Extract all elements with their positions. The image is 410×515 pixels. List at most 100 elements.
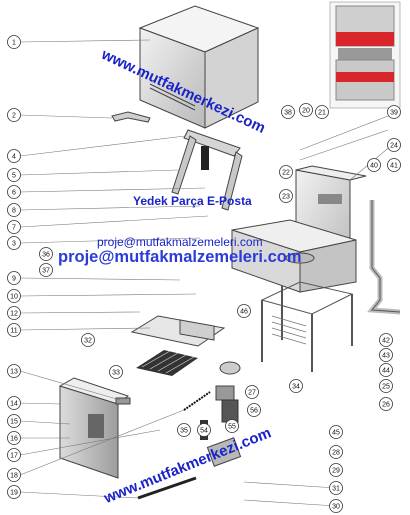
callout-number: 19 [10,490,18,497]
arm-bracket-part [111,111,151,123]
callout-number: 42 [382,338,390,345]
callout-44: 44 [379,363,393,377]
callout-39: 39 [387,105,401,119]
callout-54: 54 [197,423,211,437]
callout-46: 46 [237,304,251,318]
callout-29: 29 [329,463,343,477]
callout-circle [289,379,303,393]
callout-number: 22 [282,170,290,177]
callout-circle [281,105,295,119]
callout-number: 5 [12,173,16,180]
callout-number: 21 [318,110,326,117]
email-watermark-small: proje@mutfakmalzemeleri.com [97,235,263,249]
callout-14: 14 [7,396,21,410]
callout-34: 34 [289,379,303,393]
callout-7: 7 [7,220,21,234]
callout-2: 2 [7,108,21,122]
callout-31: 31 [329,481,343,495]
callout-circle [177,423,191,437]
callout-number: 26 [382,402,390,409]
hood-part [138,5,260,129]
callout-circle [7,236,21,250]
callout-number: 36 [42,252,50,259]
callout-circle [109,365,123,379]
callout-25: 25 [379,379,393,393]
callout-circle [7,485,21,499]
rack-part [136,350,198,376]
callout-number: 28 [332,450,340,457]
callout-number: 12 [10,311,18,318]
callout-circle [279,189,293,203]
callout-35: 35 [177,423,191,437]
callout-circle [7,364,21,378]
callout-40: 40 [367,158,381,172]
callout-11: 11 [7,323,21,337]
callout-number: 43 [382,353,390,360]
callout-circle [315,105,329,119]
callout-number: 6 [12,190,16,197]
callout-number: 4 [12,154,16,161]
callout-number: 3 [12,241,16,248]
callout-number: 16 [10,436,18,443]
callout-number: 8 [12,208,16,215]
callout-number: 25 [382,384,390,391]
callout-17: 17 [7,448,21,462]
callout-9: 9 [7,271,21,285]
callout-30: 30 [329,499,343,513]
callout-number: 20 [302,108,310,115]
callout-circle [387,138,401,152]
callout-24: 24 [387,138,401,152]
callout-8: 8 [7,203,21,217]
spring-part [183,391,211,411]
callout-circle [7,396,21,410]
machine-frame [231,165,367,372]
callout-number: 33 [112,370,120,377]
callout-circle [329,445,343,459]
callout-number: 10 [10,294,18,301]
callout-number: 44 [382,368,390,375]
callout-circle [245,385,259,399]
callout-15: 15 [7,414,21,428]
callout-number: 15 [10,419,18,426]
callout-55: 55 [225,419,239,433]
callout-number: 24 [390,143,398,150]
callout-circle [237,304,251,318]
rod-part [137,476,197,500]
machine-photo-thumbnail [329,1,401,109]
callout-number: 31 [332,486,340,493]
callout-number: 35 [180,428,188,435]
callout-circle [329,499,343,513]
callout-circle [197,423,211,437]
callout-37: 37 [39,263,53,277]
callout-circle [7,185,21,199]
callout-circle [7,35,21,49]
callout-33: 33 [109,365,123,379]
callout-16: 16 [7,431,21,445]
callout-26: 26 [379,397,393,411]
callout-32: 32 [81,333,95,347]
callout-circle [387,158,401,172]
callout-circle [7,431,21,445]
callout-22: 22 [279,165,293,179]
callout-12: 12 [7,306,21,320]
callout-circle [7,220,21,234]
callout-20: 20 [299,103,313,117]
callout-circle [279,165,293,179]
callout-56: 56 [247,403,261,417]
callout-circle [7,168,21,182]
callout-number: 1 [12,40,16,47]
callout-circle [7,108,21,122]
callout-18: 18 [7,468,21,482]
callout-number: 56 [250,408,258,415]
callout-number: 45 [332,430,340,437]
callout-5: 5 [7,168,21,182]
email-watermark-large: proje@mutfakmalzemeleri.com [58,248,302,266]
callout-number: 37 [42,268,50,275]
callout-number: 41 [390,163,398,170]
callout-circle [329,481,343,495]
callout-number: 40 [370,163,378,170]
callout-circle [7,289,21,303]
callout-number: 54 [200,428,208,435]
